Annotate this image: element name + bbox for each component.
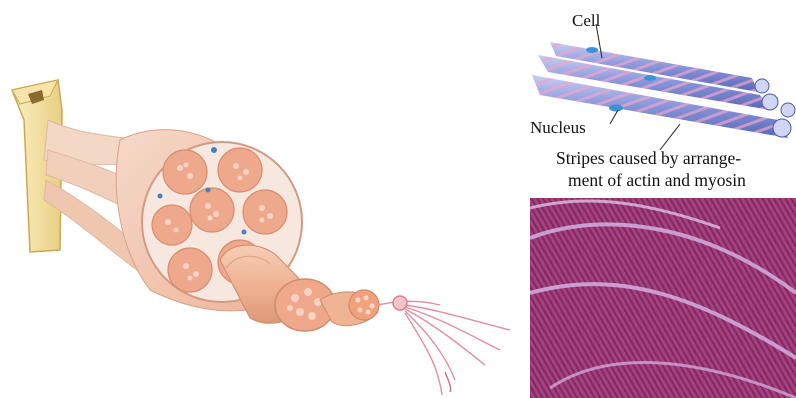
label-stripes-line1: Stripes caused by arrange- xyxy=(556,150,741,168)
micrograph-skeletal-muscle xyxy=(530,198,796,398)
muscle-anatomy-illustration xyxy=(0,0,530,398)
label-nucleus: Nucleus xyxy=(530,119,586,136)
skeletal-fibers-illustration xyxy=(530,0,796,198)
fascicle-bundle xyxy=(220,245,335,331)
label-cell: Cell xyxy=(572,12,600,29)
label-stripes-line2: ment of actin and myosin xyxy=(568,172,746,190)
myofibril-strands xyxy=(378,296,510,395)
